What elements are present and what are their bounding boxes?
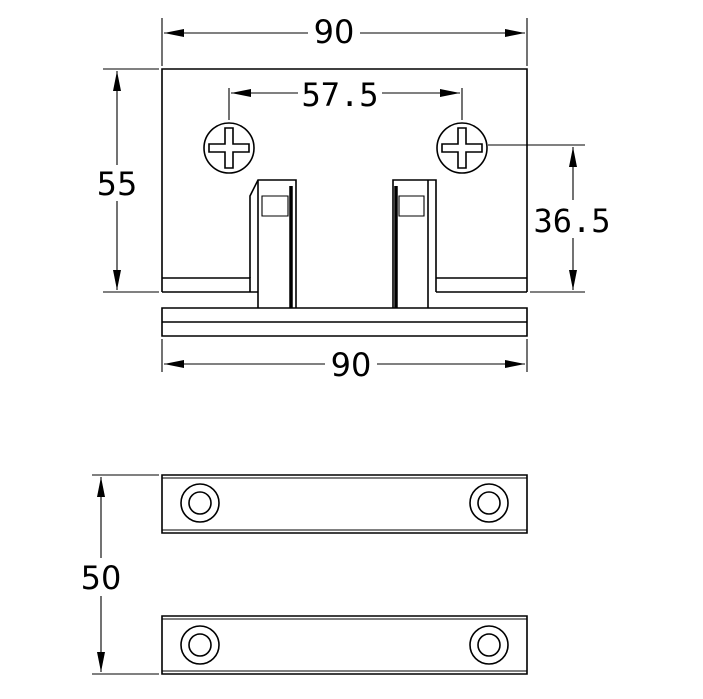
front-view bbox=[161, 68, 528, 337]
plate-outline bbox=[161, 68, 528, 292]
dimension-base-width: 90 bbox=[161, 339, 528, 384]
dim-label-right-height: 36.5 bbox=[533, 202, 610, 240]
screw-left bbox=[203, 122, 255, 174]
clamp-slot-left bbox=[249, 179, 297, 308]
dim-label-left-height: 55 bbox=[97, 165, 138, 203]
dim-label-screw-spacing: 57.5 bbox=[301, 76, 378, 114]
bolt-hole-upper-left bbox=[180, 483, 220, 523]
dim-label-base-width: 90 bbox=[331, 346, 372, 384]
bottom-view bbox=[161, 474, 528, 675]
bottom-plate-upper bbox=[161, 474, 528, 534]
bolt-hole-lower-left bbox=[180, 625, 220, 665]
clamp-slot-right bbox=[392, 179, 437, 308]
dim-label-bottom-height: 50 bbox=[81, 559, 122, 597]
plate-step-left bbox=[162, 277, 258, 293]
bolt-hole-lower-right bbox=[469, 625, 509, 665]
bolt-hole-upper-right bbox=[469, 483, 509, 523]
dimension-top-width: 90 bbox=[161, 13, 528, 66]
dim-label-top-width: 90 bbox=[314, 13, 355, 51]
dimension-left-height: 55 bbox=[94, 68, 159, 293]
bottom-plate-lower bbox=[161, 615, 528, 675]
dimension-bottom-height: 50 bbox=[76, 474, 159, 675]
dimension-screw-spacing: 57.5 bbox=[228, 76, 463, 120]
dimension-right-height: 36.5 bbox=[488, 144, 614, 293]
screw-right bbox=[436, 122, 488, 174]
base-plate bbox=[161, 307, 528, 337]
plate-step-right bbox=[436, 277, 527, 293]
